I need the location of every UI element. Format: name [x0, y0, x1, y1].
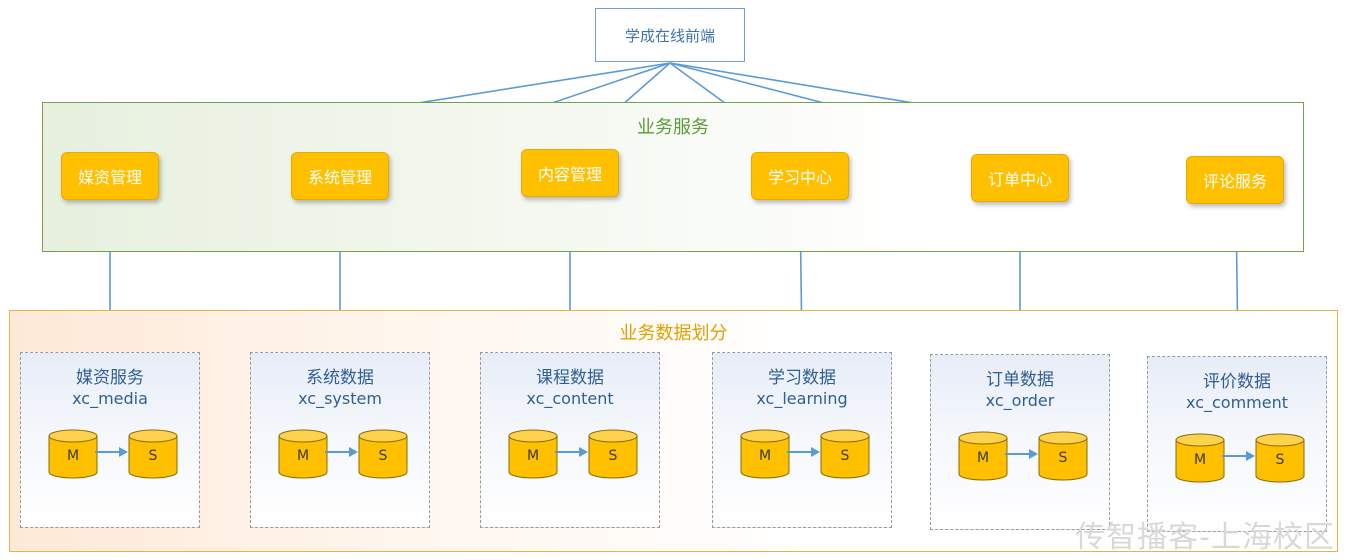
service-node-system: 系统管理: [291, 152, 389, 200]
slave-db-icon-label: S: [609, 448, 618, 464]
service-node-content: 内容管理: [521, 149, 619, 197]
data-group-title: 业务数据划分: [619, 323, 728, 344]
service-label: 系统管理: [307, 168, 372, 187]
service-node-order: 订单中心: [971, 154, 1069, 202]
master-db-icon: M: [958, 431, 1008, 481]
master-db-icon: M: [48, 429, 98, 479]
panel-db-name: xc_comment: [1186, 393, 1288, 412]
slave-db-icon-label: S: [1059, 450, 1068, 466]
slave-db-icon-label: S: [1276, 452, 1285, 468]
panel-title: 课程数据: [536, 368, 604, 388]
panel-db-name: xc_media: [72, 389, 148, 408]
data-panel-learning: 学习数据 xc_learning M S: [712, 352, 892, 528]
panel-title: 系统数据: [306, 368, 374, 388]
watermark: 传智播客-上海校区: [1075, 520, 1335, 555]
service-node-comment: 评论服务: [1186, 156, 1284, 204]
master-db-icon-label: M: [977, 450, 989, 466]
frontend-node: 学成在线前端: [595, 8, 745, 62]
panel-title: 学习数据: [768, 368, 836, 388]
slave-db-icon-label: S: [841, 448, 850, 464]
slave-db-icon: S: [588, 429, 638, 479]
service-label: 媒资管理: [77, 168, 142, 187]
frontend-label: 学成在线前端: [624, 26, 715, 45]
panel-title: 评价数据: [1203, 372, 1271, 392]
replication-arrow-icon: [1222, 451, 1255, 461]
master-db-icon-label: M: [297, 448, 309, 464]
master-db-icon: M: [508, 429, 558, 479]
replication-arrow-icon: [325, 447, 358, 457]
service-label: 内容管理: [537, 165, 602, 184]
panel-db-name: xc_system: [298, 389, 382, 408]
slave-db-icon: S: [1038, 431, 1088, 481]
master-db-icon-label: M: [1194, 452, 1206, 468]
master-db-icon-label: M: [67, 448, 79, 464]
data-panel-comment: 评价数据 xc_comment M S: [1147, 356, 1327, 532]
slave-db-icon-label: S: [379, 448, 388, 464]
panel-title: 媒资服务: [76, 368, 144, 388]
panel-db-name: xc_content: [526, 389, 614, 408]
service-group-title: 业务服务: [637, 117, 709, 138]
slave-db-icon: S: [128, 429, 178, 479]
data-panel-content: 课程数据 xc_content M S: [480, 352, 660, 528]
slave-db-icon: S: [1255, 433, 1305, 483]
data-group: 业务数据划分: [9, 310, 1338, 552]
replication-arrow-icon: [1005, 449, 1038, 459]
replication-arrow-icon: [787, 447, 820, 457]
data-panel-order: 订单数据 xc_order M S: [930, 354, 1110, 530]
data-panel-system: 系统数据 xc_system M S: [250, 352, 430, 528]
panel-db-name: xc_order: [985, 391, 1055, 410]
master-db-icon-label: M: [527, 448, 539, 464]
slave-db-icon-label: S: [149, 448, 158, 464]
service-node-learning: 学习中心: [751, 152, 849, 200]
service-label: 学习中心: [767, 168, 832, 187]
panel-db-name: xc_learning: [756, 389, 848, 408]
replication-arrow-icon: [555, 447, 588, 457]
panel-title: 订单数据: [986, 370, 1054, 390]
master-db-icon: M: [1175, 433, 1225, 483]
master-db-icon-label: M: [759, 448, 771, 464]
slave-db-icon: S: [820, 429, 870, 479]
master-db-icon: M: [278, 429, 328, 479]
replication-arrow-icon: [95, 447, 128, 457]
data-panel-media: 媒资服务 xc_media M S: [20, 352, 200, 528]
master-db-icon: M: [740, 429, 790, 479]
slave-db-icon: S: [358, 429, 408, 479]
service-label: 订单中心: [987, 170, 1052, 189]
service-label: 评论服务: [1202, 172, 1267, 191]
service-node-media: 媒资管理: [61, 152, 159, 200]
service-group: 业务服务: [42, 102, 1304, 252]
